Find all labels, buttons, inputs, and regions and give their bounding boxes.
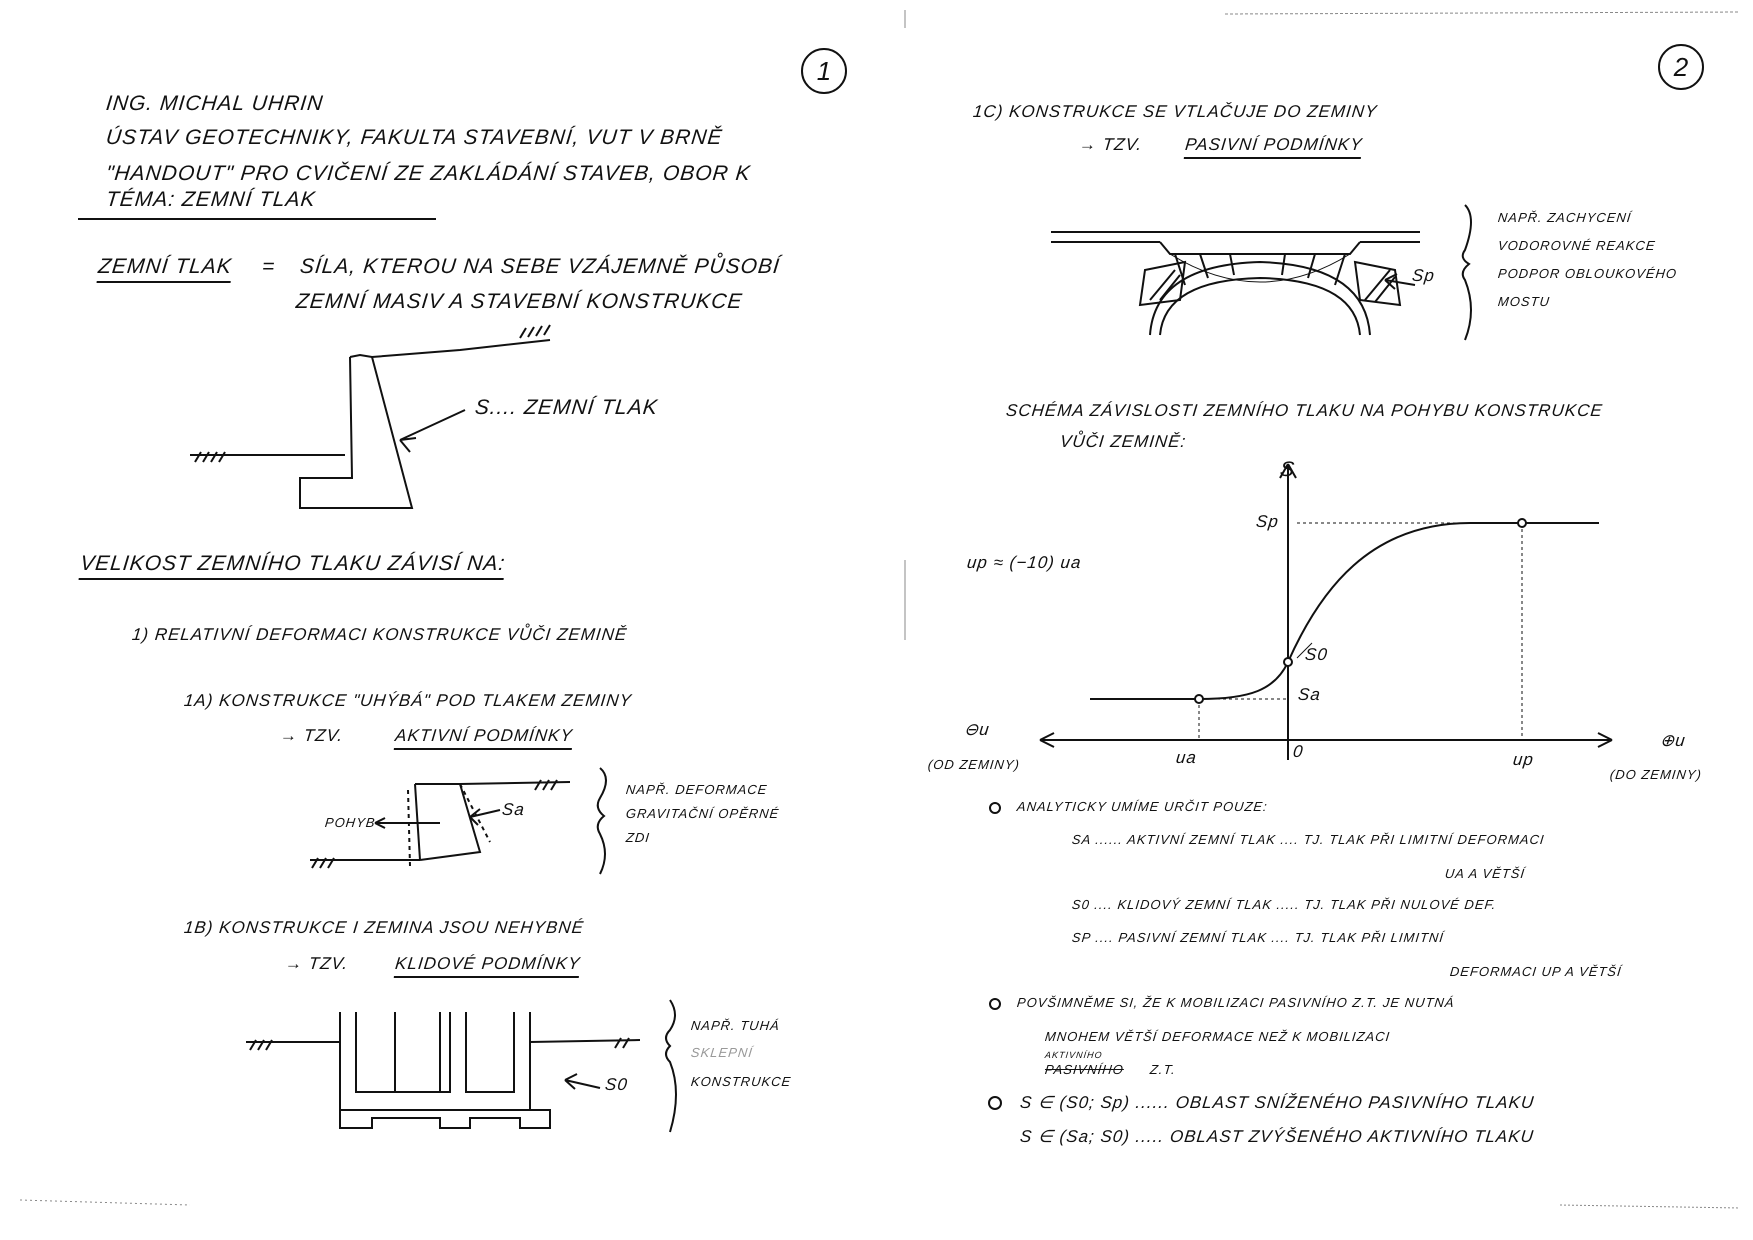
topic-underline (78, 218, 436, 220)
note-1c-3: PODPOR OBLOUKOVÉHO (1497, 266, 1678, 281)
movement-label: POHYB (324, 815, 377, 830)
depends-heading: VELIKOST ZEMNÍHO TLAKU ZÁVISÍ NA: (78, 552, 507, 580)
institute: ÚSTAV GEOTECHNIKY, FAKULTA STAVEBNÍ, VUT… (104, 126, 724, 149)
bullets (988, 802, 1002, 1110)
range-active: S ∈ (Sa; S0) ..... OBLAST ZVÝŠENÉHO AKTI… (1019, 1127, 1535, 1146)
page-number-2: 2 (1658, 44, 1704, 90)
rest-conditions: KLIDOVÉ PODMÍNKY (393, 954, 582, 978)
scan-artifacts (19, 10, 1741, 1209)
author: ING. MICHAL UHRIN (104, 92, 325, 115)
note-1c-4: MOSTU (1497, 294, 1551, 309)
graph-sp: Sp (1255, 512, 1280, 531)
struck-passive: PASIVNÍHO (1044, 1062, 1125, 1077)
graph-s-axis-label: S (1278, 458, 1297, 481)
page-number-1: 1 (801, 48, 847, 94)
retaining-wall-diagram (190, 324, 551, 509)
item1c-arrow: → TZV. (1078, 135, 1144, 154)
item1c: 1c) KONSTRUKCE SE VTLAČUJE DO ZEMINY (972, 102, 1379, 121)
item1: 1) RELATIVNÍ DEFORMACI KONSTRUKCE VŮČI Z… (131, 625, 629, 644)
topic: TÉMA: ZEMNÍ TLAK (104, 188, 317, 211)
s0-label: S0 (604, 1075, 629, 1094)
graph-zero: 0 (1292, 742, 1305, 761)
schema-title-1: SCHÉMA ZÁVISLOSTI ZEMNÍHO TLAKU NA POHYB… (1005, 401, 1604, 420)
note-1a-3: ZDI (625, 830, 651, 845)
note-1a-1: NAPŘ. DEFORMACE (625, 782, 769, 797)
note-1c-1: NAPŘ. ZACHYCENÍ (1497, 210, 1633, 225)
definition-line2: ZEMNÍ MASIV A STAVEBNÍ KONSTRUKCE (294, 290, 744, 313)
arch-bridge-diagram (1051, 204, 1472, 341)
sa-definition-2: ua A VĚTŠÍ (1444, 866, 1526, 881)
definition-term: ZEMNÍ TLAK (96, 255, 234, 283)
item1b: 1b) KONSTRUKCE I ZEMINA JSOU NEHYBNÉ (183, 918, 586, 937)
definition-line1: SÍLA, KTEROU NA SEBE VZÁJEMNĚ PŮSOBÍ (298, 255, 782, 278)
range-passive: S ∈ (S0; Sp) ...... OBLAST SNÍŽENÉHO PAS… (1019, 1093, 1536, 1112)
sa-label: Sa (501, 800, 526, 819)
graph-pos-u: ⊕u (1659, 731, 1687, 750)
s-axis (1279, 463, 1297, 760)
handout-title: "HANDOUT" PRO CVIČENÍ ZE ZAKLÁDÁNÍ STAVE… (104, 162, 752, 185)
bullet-mobilization: POVŠIMNĚME SI, ŽE K MOBILIZACI PASIVNÍHO… (1016, 995, 1456, 1010)
earth-pressure-graph (1039, 463, 1613, 760)
bullet-analytic: ANALYTICKY UMÍME URČIT POUZE: (1016, 799, 1269, 814)
definition-eq: = (260, 255, 277, 278)
correction-active: AKTIVNÍHO (1044, 1050, 1104, 1060)
sp-label-bridge: Sp (1411, 266, 1436, 285)
graph-sa: Sa (1297, 685, 1322, 704)
sp-definition: Sp .... PASIVNÍ ZEMNÍ TLAK .... TJ. TLAK… (1071, 930, 1445, 945)
passive-conditions: PASIVNÍ PODMÍNKY (1183, 135, 1364, 159)
active-wall-diagram (310, 767, 607, 875)
graph-neg-note: (OD ZEMINY) (927, 757, 1021, 772)
wall-label: S.... ZEMNÍ TLAK (473, 396, 660, 419)
sa-definition: Sa ...... AKTIVNÍ ZEMNÍ TLAK .... TJ. TL… (1071, 832, 1546, 847)
pressure-curve (1090, 522, 1599, 700)
graph-up: up (1512, 750, 1535, 769)
note-1a-2: GRAVITAČNÍ OPĚRNÉ (625, 806, 781, 821)
note-1c-2: VODOROVNÉ REAKCE (1497, 238, 1657, 253)
graph-relation: up ≈ (−10) ua (966, 553, 1083, 572)
item1b-arrow: → TZV. (284, 954, 350, 973)
graph-ua: ua (1175, 748, 1198, 767)
basement-diagram (246, 999, 677, 1133)
graph-pos-note: (DO ZEMINY) (1609, 767, 1703, 782)
note-1b-1: NAPŘ. TUHÁ (690, 1018, 781, 1033)
item1a-arrow: → TZV. (279, 726, 345, 745)
graph-neg-u: ⊖u (963, 720, 991, 739)
u-axis (1039, 732, 1613, 748)
active-conditions: AKTIVNÍ PODMÍNKY (393, 726, 574, 750)
note-1b-3: KONSTRUKCE (690, 1074, 793, 1089)
zt-end: Z.T. (1149, 1062, 1177, 1077)
graph-s0: S0 (1304, 645, 1329, 664)
sp-definition-2: DEFORMACI up A VĚTŠÍ (1449, 964, 1623, 979)
note-1b-2: SKLEPNÍ (690, 1045, 754, 1060)
bullet-mobilization-2: MNOHEM VĚTŠÍ DEFORMACE NEŽ K MOBILIZACI (1044, 1029, 1392, 1044)
s0-definition: S0 .... KLIDOVÝ ZEMNÍ TLAK ..... TJ. TLA… (1071, 897, 1498, 912)
item1a: 1a) KONSTRUKCE "UHÝBÁ" POD TLAKEM ZEMINY (183, 691, 633, 710)
schema-title-2: VŮČI ZEMINĚ: (1059, 432, 1188, 451)
